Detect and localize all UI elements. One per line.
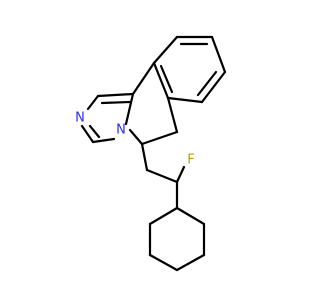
atom-label-n-ring: N	[116, 123, 126, 138]
bond-imidazole-3	[80, 124, 95, 144]
bond-side-3	[175, 165, 186, 184]
bond-imidazole-1	[96, 92, 135, 98]
bond-benzene-1	[152, 35, 179, 65]
bond-central-5	[166, 96, 179, 134]
bond-central-2	[124, 92, 135, 126]
bond-cyclohexane-6	[148, 206, 179, 226]
bond-benzene-4	[200, 70, 227, 104]
bond-imidazole-2	[86, 94, 100, 111]
bond-imidazole-4	[91, 137, 116, 144]
bond-cyclohexane-3	[175, 253, 206, 272]
atom-label-f: F	[187, 153, 194, 168]
bond-imidazole-3-inner	[88, 124, 101, 139]
bond-benzene-inner-3	[159, 64, 174, 94]
bond-benzene-5	[166, 96, 204, 104]
molecule-diagram: N N F	[75, 35, 227, 272]
bond-side-2	[145, 168, 179, 184]
bond-central-1	[131, 61, 156, 96]
bond-cyclohexane-1	[175, 206, 206, 226]
bond-side-1	[140, 142, 149, 172]
bond-benzene-inner-2	[196, 70, 218, 97]
bond-cyclohexane-4	[148, 253, 179, 272]
bond-central-3	[128, 128, 144, 146]
bond-central-4	[140, 130, 179, 146]
bond-benzene-6	[152, 61, 170, 100]
bond-benzene-3	[210, 35, 227, 74]
bond-imidazole-1-inner	[100, 100, 132, 105]
structure-canvas: N N F	[75, 35, 227, 272]
atom-label-n-top: N	[75, 111, 85, 126]
